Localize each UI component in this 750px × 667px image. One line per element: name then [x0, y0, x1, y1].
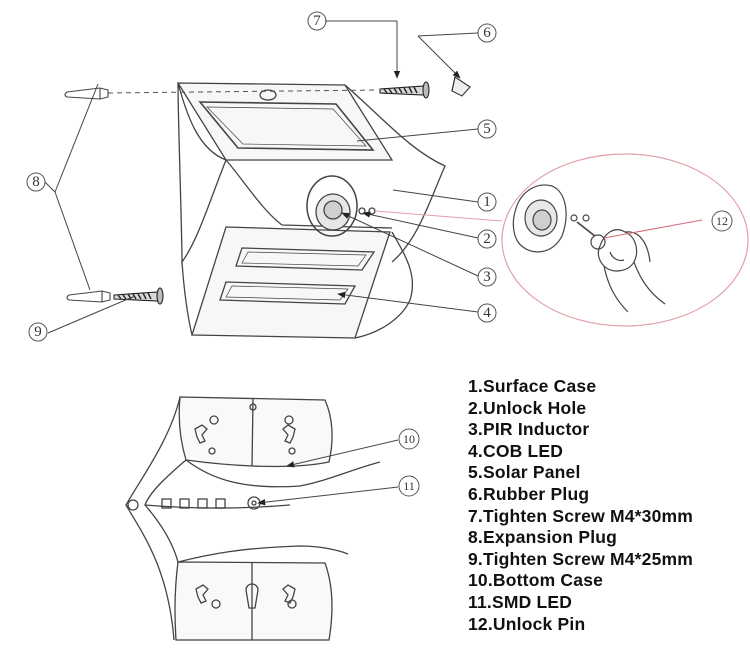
callout-3-label: 3: [483, 269, 491, 285]
legend-item-rubber-plug: 6.Rubber Plug: [468, 483, 590, 504]
callout-8-label: 8: [32, 174, 40, 190]
callout-7-label: 7: [313, 13, 321, 29]
legend-item-expansion-plug: 8.Expansion Plug: [468, 527, 618, 548]
expansion-plug-bottom: [66, 290, 111, 303]
callout-10-label: 10: [403, 432, 415, 446]
callout-12: [711, 210, 733, 232]
legend-item-unlock-pin: 12.Unlock Pin: [468, 613, 586, 634]
callout-3: [477, 267, 497, 287]
callout-11-label: 11: [403, 479, 415, 493]
parts-legend: 1.Surface Case 2.Unlock Hole 3.PIR Induc…: [468, 376, 693, 635]
tighten-screw-m4-25: [113, 287, 164, 305]
legend-item-smd-led: 11.SMD LED: [468, 591, 573, 612]
callout-5-label: 5: [483, 121, 491, 137]
callout-4: [477, 303, 497, 323]
tighten-screw-m4-30: [379, 81, 430, 99]
legend-item-pir-inductor: 3.PIR Inductor: [468, 419, 590, 440]
expansion-plug-top: [64, 87, 109, 100]
callout-9: [28, 322, 48, 342]
callout-10: [398, 428, 420, 450]
callout-2: [477, 229, 497, 249]
legend-item-screw-m4-25: 9.Tighten Screw M4*25mm: [468, 548, 694, 569]
legend-item-surface-case: 1.Surface Case: [468, 376, 597, 396]
callout-9-label: 9: [34, 324, 42, 340]
bottom-case: [125, 396, 381, 641]
callout-11: [398, 475, 420, 497]
callout-2-label: 2: [483, 231, 491, 247]
callout-4-label: 4: [483, 305, 491, 321]
callout-1: [477, 192, 497, 212]
rubber-plug: [451, 76, 471, 97]
legend-item-cob-led: 4.COB LED: [468, 440, 564, 461]
legend-item-solar-panel: 5.Solar Panel: [468, 462, 581, 483]
legend-item-unlock-hole: 2.Unlock Hole: [468, 397, 587, 418]
unlock-pin-detail: [374, 153, 749, 327]
top-hole: [259, 89, 277, 101]
callout-12-label: 12: [716, 214, 728, 228]
legend-item-screw-m4-30: 7.Tighten Screw M4*30mm: [468, 505, 694, 526]
callout-5: [477, 119, 497, 139]
callout-1-label: 1: [483, 194, 491, 210]
legend-item-bottom-case: 10.Bottom Case: [468, 570, 604, 591]
callout-6-label: 6: [483, 25, 491, 41]
surface-case: [176, 82, 446, 339]
